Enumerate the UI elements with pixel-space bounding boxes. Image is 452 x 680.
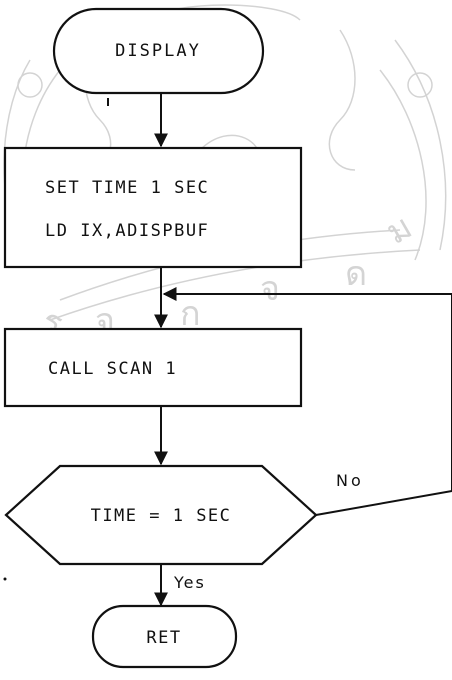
decision-label: TIME = 1 SEC (91, 506, 232, 526)
no-label: No (336, 471, 364, 490)
end-terminator: RET (93, 606, 236, 667)
process1-line1: SET TIME 1 SEC (45, 178, 209, 198)
svg-text:จ: จ (260, 269, 280, 309)
svg-text:ม: ม (380, 207, 419, 253)
stray-dot (4, 578, 7, 581)
end-label: RET (146, 628, 181, 648)
decision-diamond: TIME = 1 SEC (6, 466, 316, 564)
svg-text:ด: ด (345, 254, 367, 294)
start-label: DISPLAY (115, 41, 201, 61)
start-terminator: DISPLAY (54, 9, 263, 93)
process-box-setup: SET TIME 1 SEC LD IX,ADISPBUF (5, 148, 301, 267)
process2-label: CALL SCAN 1 (48, 359, 177, 379)
process1-line2: LD IX,ADISPBUF (45, 221, 209, 241)
no-branch-line (316, 491, 452, 515)
yes-label: Yes (173, 573, 206, 592)
process-box-scan: CALL SCAN 1 (5, 329, 301, 406)
